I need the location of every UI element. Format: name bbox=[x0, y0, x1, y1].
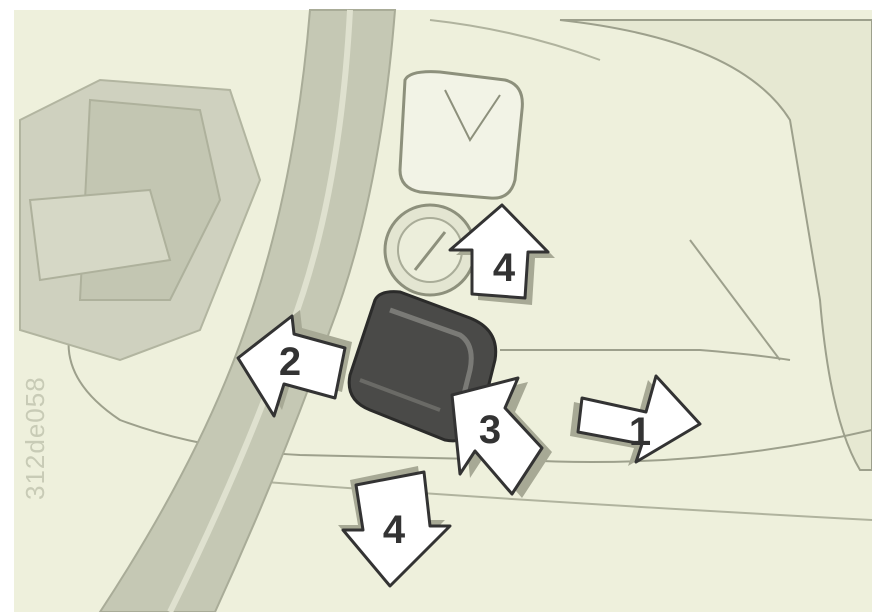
figure-code: 312de058 bbox=[20, 376, 51, 500]
arrow-2-label: 2 bbox=[270, 342, 310, 382]
arrow-4-up-label: 4 bbox=[484, 248, 524, 288]
arrow-3-label: 3 bbox=[470, 410, 510, 450]
arrow-4-down-label: 4 bbox=[374, 510, 414, 550]
ignition-cover bbox=[400, 72, 522, 199]
arrow-1-label: 1 bbox=[620, 412, 660, 452]
top-margin bbox=[0, 0, 872, 10]
left-margin bbox=[0, 0, 14, 612]
